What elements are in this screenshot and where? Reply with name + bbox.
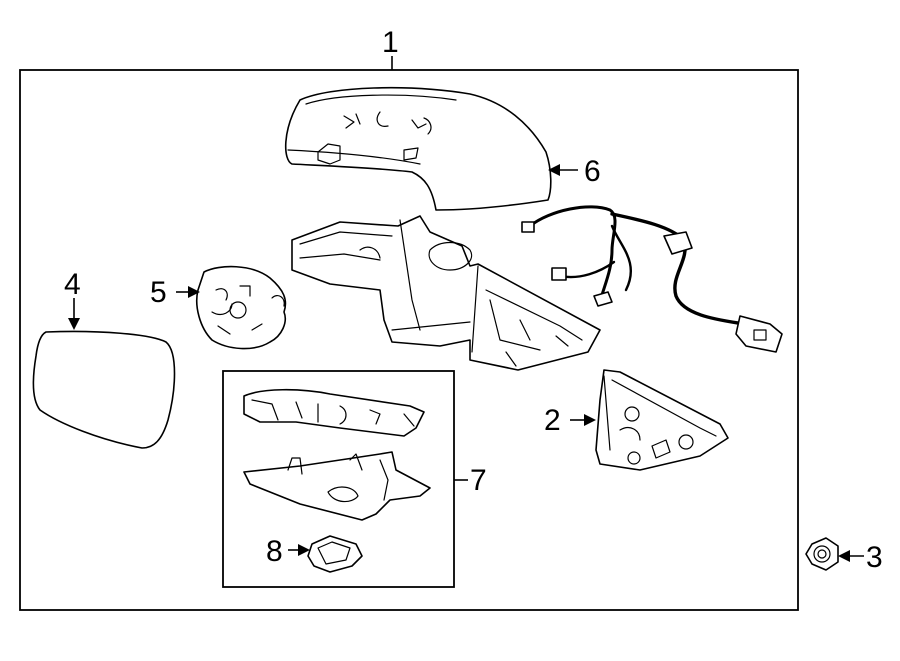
mirror-glass-icon — [32, 330, 176, 449]
puddle-lamp-icon — [307, 535, 363, 573]
lamp-base-icon — [243, 451, 431, 521]
callout-2: 2 — [544, 404, 561, 437]
assembly-frame — [19, 69, 799, 611]
wire-harness-icon — [521, 205, 783, 353]
callout-1: 1 — [382, 26, 399, 59]
signal-lamp-icon — [243, 388, 425, 437]
callout-3: 3 — [866, 541, 883, 574]
callout-5: 5 — [150, 276, 167, 309]
callout-4: 4 — [64, 268, 81, 301]
mirror-motor-icon — [196, 265, 287, 350]
callout-7: 7 — [470, 464, 487, 497]
mirror-cover-icon — [284, 86, 552, 211]
nut-icon — [805, 537, 839, 571]
callout-6: 6 — [584, 155, 601, 188]
lamp-kit-frame — [222, 370, 455, 588]
mount-bracket-icon — [595, 369, 729, 471]
callout-8: 8 — [266, 535, 283, 568]
mirror-assembly-icon — [291, 215, 601, 371]
